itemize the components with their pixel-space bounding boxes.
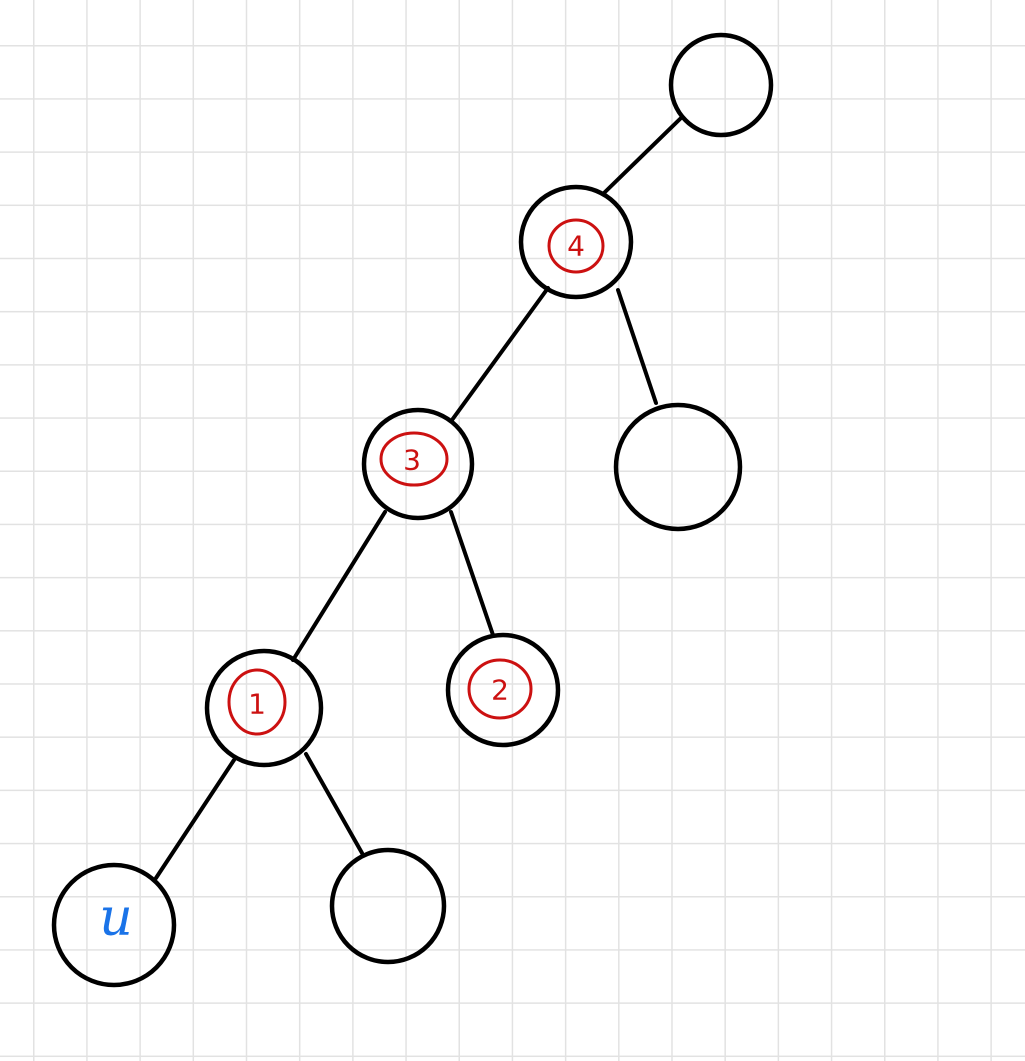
edge-node-4-to-right-child xyxy=(616,288,658,405)
node-4: 4 xyxy=(518,184,634,300)
node-u-label: u xyxy=(99,888,133,948)
node-right-of-1-circle xyxy=(329,847,447,965)
edge-node-1-to-right-child xyxy=(304,752,364,855)
node-u: u xyxy=(51,862,177,988)
node-2-circle xyxy=(445,632,561,748)
node-3-order-ring xyxy=(379,431,449,487)
node-4-circle xyxy=(518,184,634,300)
tree-edges xyxy=(154,116,683,880)
node-root xyxy=(668,32,774,138)
node-2-order-ring xyxy=(467,658,533,720)
node-u-circle xyxy=(51,862,177,988)
node-1: 1 xyxy=(204,648,324,768)
edge-root-to-node-4 xyxy=(602,116,683,195)
node-right-of-1 xyxy=(329,847,447,965)
node-2-order-label: 2 xyxy=(491,674,509,707)
node-1-circle xyxy=(204,648,324,768)
node-4-order-ring xyxy=(547,218,605,274)
node-right-of-4-circle xyxy=(613,402,743,532)
node-3-circle xyxy=(361,407,475,521)
edge-node-1-to-u xyxy=(154,758,236,880)
edge-node-4-to-node-3 xyxy=(450,286,550,422)
node-1-order-label: 1 xyxy=(248,688,266,721)
node-right-of-4 xyxy=(613,402,743,532)
node-3: 3 xyxy=(361,407,475,521)
edge-node-3-to-node-2 xyxy=(449,510,495,637)
node-1-order-ring xyxy=(227,668,287,736)
edge-node-3-to-node-1 xyxy=(291,510,387,662)
node-root-circle xyxy=(668,32,774,138)
node-3-order-label: 3 xyxy=(403,444,421,477)
node-4-order-label: 4 xyxy=(567,230,585,263)
node-2: 2 xyxy=(445,632,561,748)
